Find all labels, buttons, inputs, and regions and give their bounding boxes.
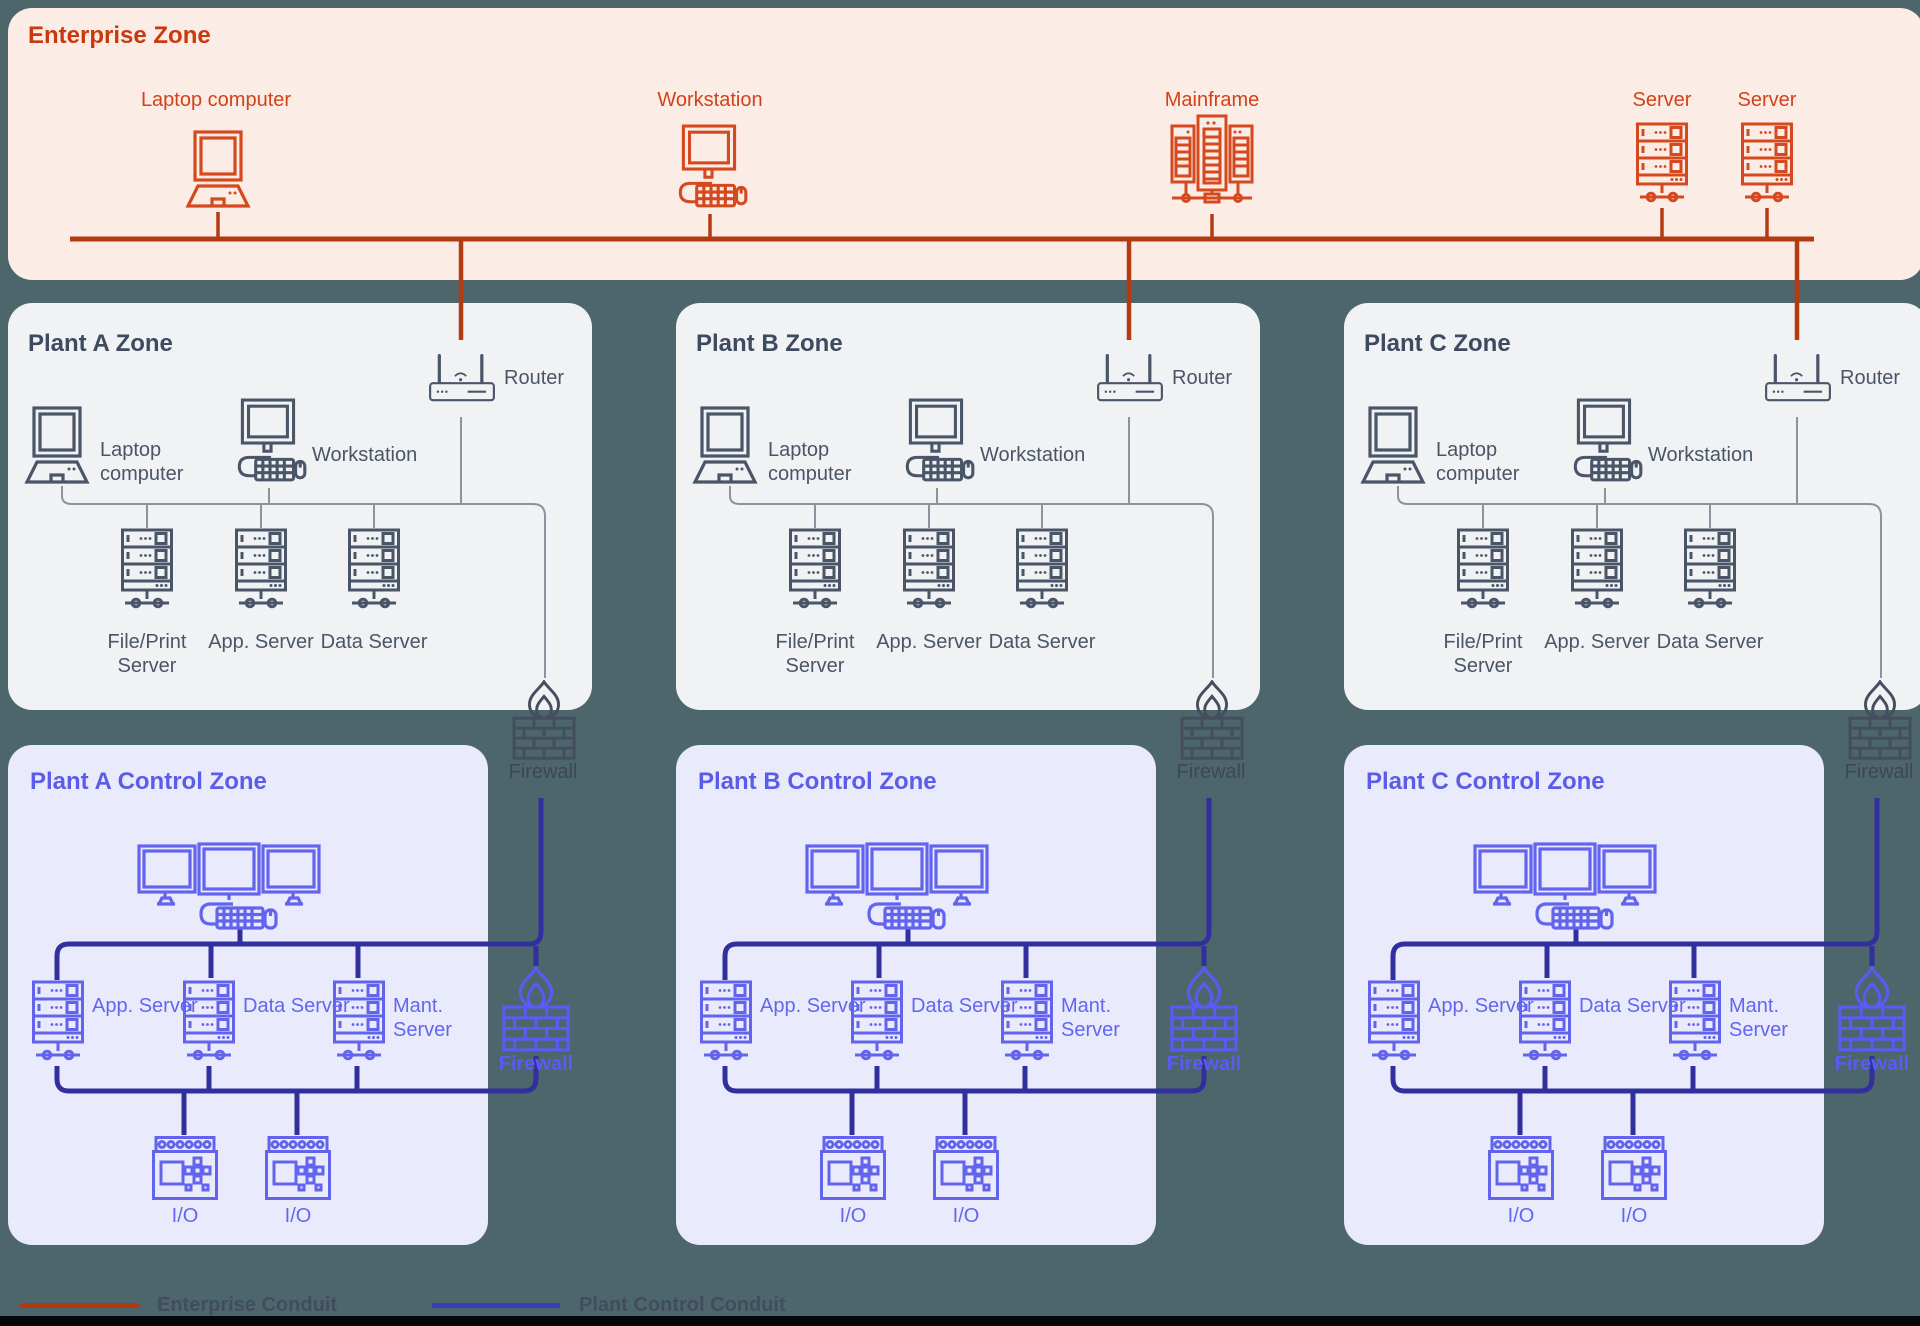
bottom-bar [0,1316,1920,1326]
plant-b-control-zone-card [676,745,1156,1245]
plant-control-conduit-label: Plant Control Conduit [579,1294,786,1316]
plant-control-conduit-swatch [432,1303,560,1308]
enterprise-conduit-swatch [20,1303,140,1308]
plant-a-control-zone-card [8,745,488,1245]
plant-c-control-zone-card [1344,745,1824,1245]
enterprise-zone-card [8,8,1920,280]
enterprise-conduit-label: Enterprise Conduit [157,1294,338,1316]
